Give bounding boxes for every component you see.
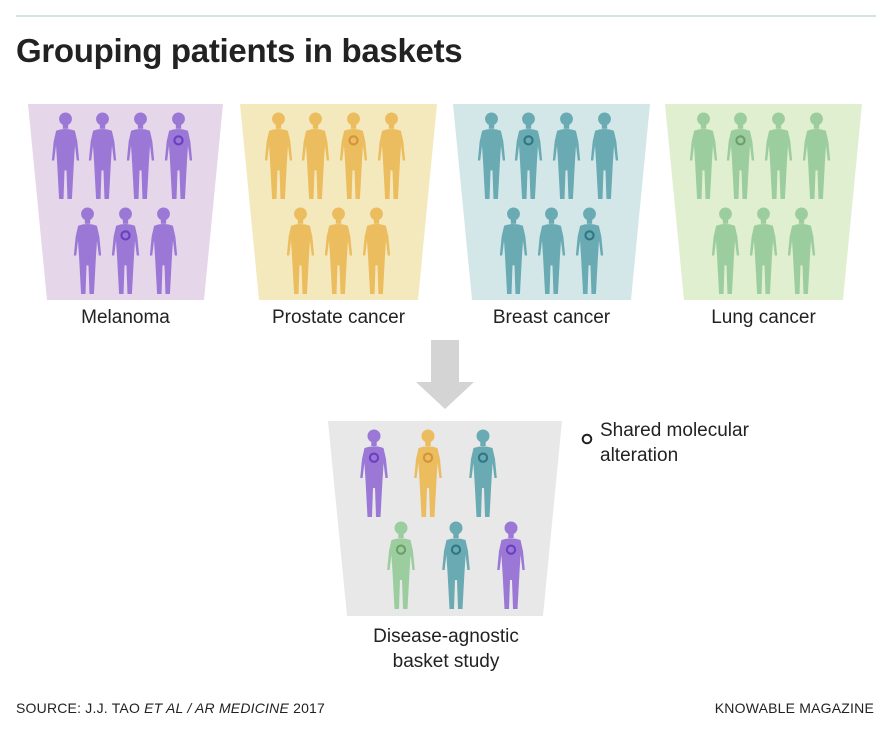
legend-marker-icon	[581, 433, 593, 445]
molecular-marker-icon	[735, 135, 746, 146]
legend-line2: alteration	[600, 445, 679, 466]
basket-label-prostate: Prostate cancer	[271, 307, 406, 328]
patient-figure	[339, 112, 368, 200]
patient-figure	[726, 112, 755, 200]
page-title: Grouping patients in baskets	[16, 32, 463, 69]
patient-figure	[514, 112, 543, 200]
patient-figure	[575, 207, 604, 295]
molecular-marker-icon	[173, 135, 184, 146]
basket-3	[453, 104, 650, 300]
molecular-marker-icon	[422, 452, 434, 463]
patient-figure	[387, 521, 415, 609]
molecular-marker-icon	[368, 452, 380, 463]
basket-label-lung: Lung cancer	[711, 307, 816, 328]
molecular-marker-icon	[348, 135, 359, 146]
patient-figure	[111, 207, 140, 295]
molecular-marker-icon	[523, 135, 534, 146]
basket-2	[240, 104, 437, 300]
legend-line1: Shared molecular	[600, 420, 749, 441]
top-rule	[16, 15, 876, 17]
result-basket-shape	[328, 421, 562, 616]
patient-figure	[414, 429, 442, 517]
result-label-line1: Disease-agnostic	[373, 626, 519, 647]
molecular-marker-icon	[450, 544, 462, 555]
publisher-credit: KNOWABLE MAGAZINE	[714, 700, 874, 716]
basket-label-breast: Breast cancer	[492, 307, 611, 328]
molecular-marker-icon	[120, 230, 131, 241]
molecular-marker-icon	[477, 452, 489, 463]
source-suffix: 2017	[289, 700, 326, 716]
source-credit: SOURCE: J.J. TAO ET AL / AR MEDICINE 201…	[16, 700, 325, 716]
molecular-marker-icon	[584, 230, 595, 241]
legend-text: Shared molecular alteration	[600, 418, 749, 468]
molecular-marker-icon	[505, 544, 517, 555]
molecular-marker-icon	[395, 544, 407, 555]
patient-figure	[497, 521, 525, 609]
down-arrow-icon	[416, 340, 474, 409]
source-prefix: SOURCE: J.J. TAO	[16, 700, 145, 716]
patient-figure	[469, 429, 497, 517]
source-italic: ET AL / AR MEDICINE	[144, 700, 289, 716]
patient-figure	[360, 429, 388, 517]
result-basket	[328, 421, 562, 616]
result-label-line2: basket study	[392, 651, 500, 672]
basket-1	[28, 104, 223, 300]
result-basket-label: Disease-agnostic basket study	[328, 624, 564, 674]
patient-figure	[164, 112, 193, 200]
patient-figure	[442, 521, 470, 609]
basket-4	[665, 104, 862, 300]
basket-label-melanoma: Melanoma	[81, 307, 170, 328]
